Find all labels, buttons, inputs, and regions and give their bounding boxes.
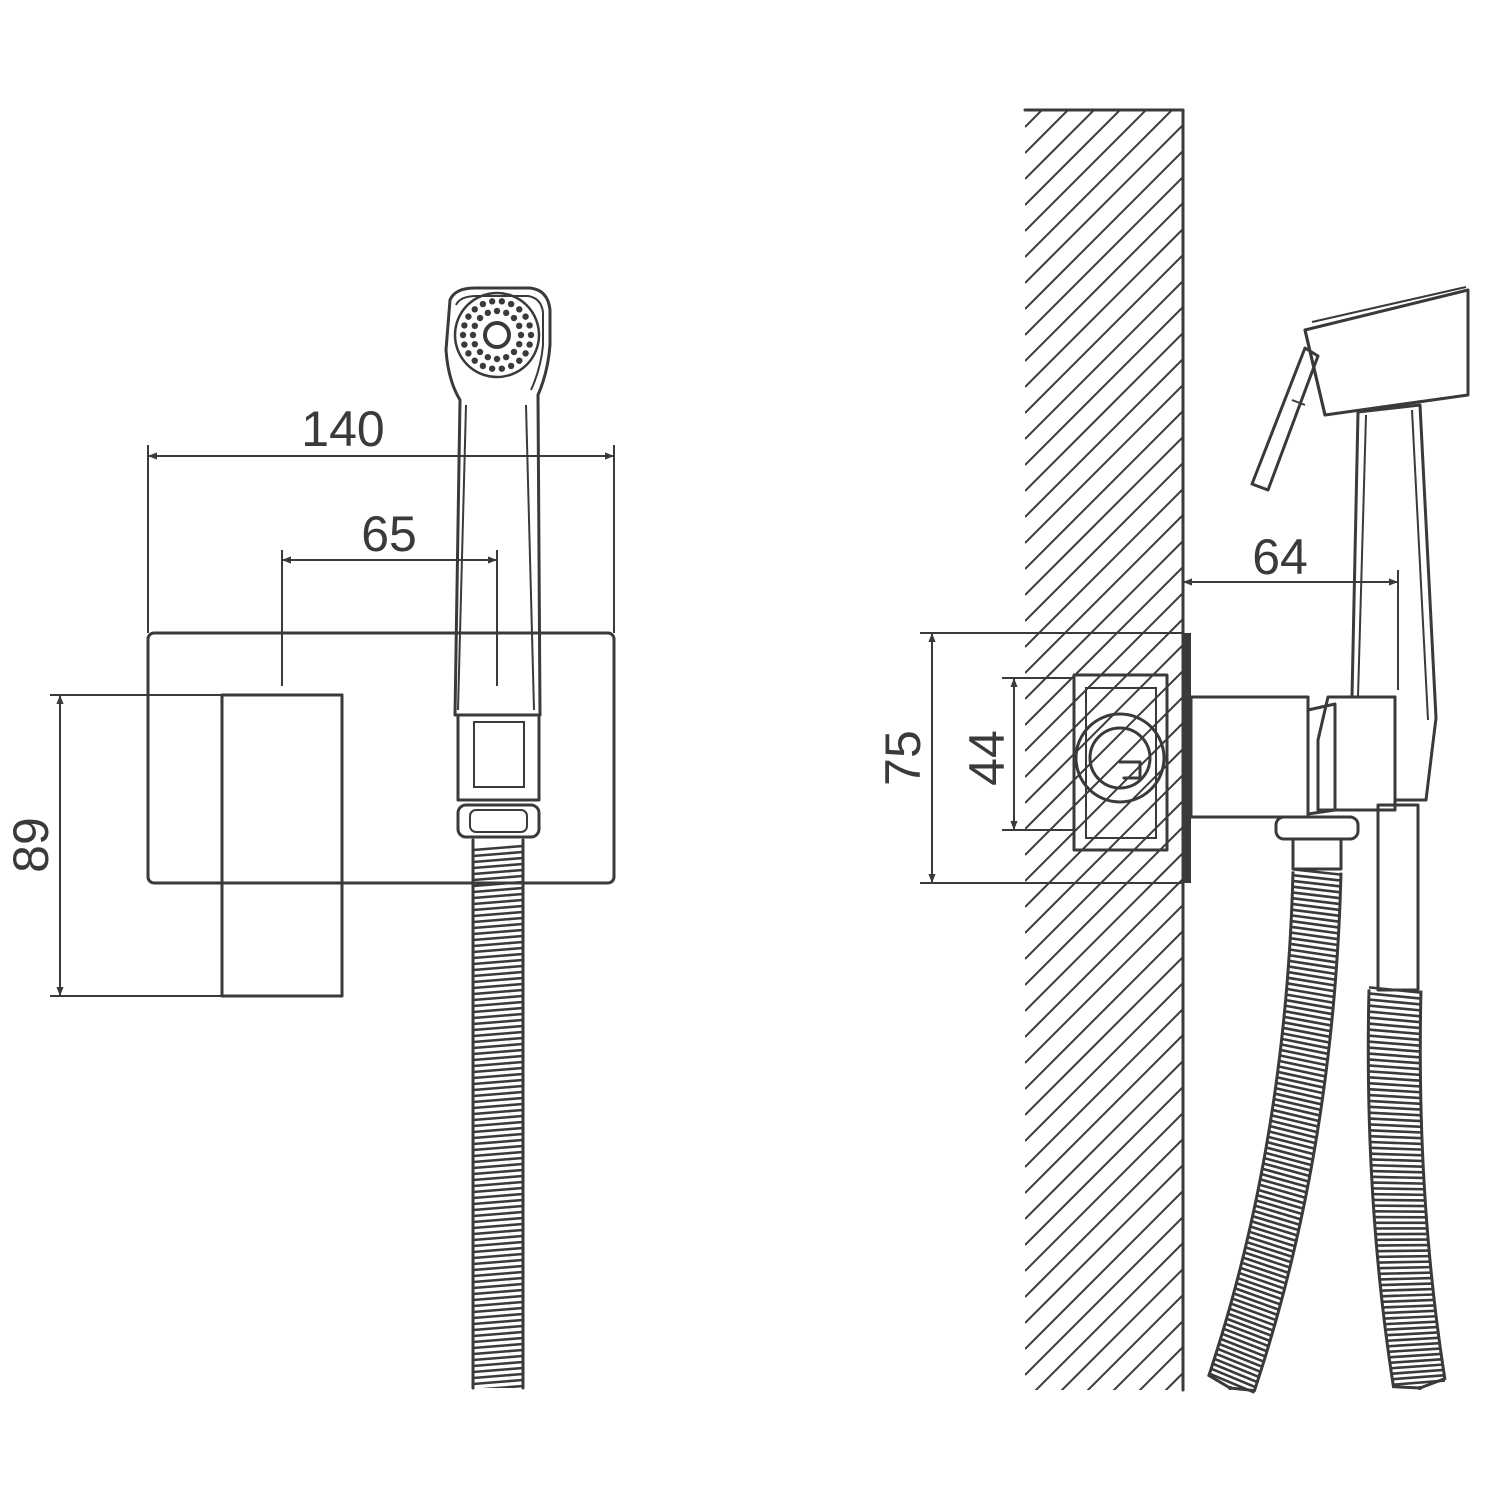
hose-side bbox=[1207, 868, 1447, 1394]
spray-face bbox=[453, 291, 541, 379]
dimension-64: 64 bbox=[1183, 529, 1399, 690]
dim-label-75: 75 bbox=[875, 730, 931, 786]
wall-plate bbox=[146, 631, 616, 885]
dim-label-44: 44 bbox=[959, 730, 1015, 786]
side-view: 64 75 44 bbox=[875, 108, 1470, 1394]
dimension-65: 65 bbox=[281, 506, 498, 686]
dim-label-89: 89 bbox=[3, 817, 59, 873]
hose-front bbox=[471, 838, 525, 1390]
dimension-75: 75 bbox=[875, 632, 1182, 884]
dimension-44: 44 bbox=[959, 677, 1074, 831]
holder-block-side bbox=[1316, 695, 1397, 812]
dimension-89: 89 bbox=[3, 694, 222, 997]
hand-shower-side bbox=[1250, 286, 1470, 992]
dim-label-64: 64 bbox=[1252, 529, 1308, 585]
dim-label-140: 140 bbox=[301, 401, 384, 457]
dim-label-65: 65 bbox=[361, 506, 417, 562]
concealed-box bbox=[1072, 673, 1169, 852]
dimension-140: 140 bbox=[147, 401, 615, 633]
lever-handle bbox=[220, 693, 344, 998]
front-view: 140 65 89 bbox=[3, 286, 616, 1390]
wall-section bbox=[1023, 108, 1185, 1392]
plate-edge bbox=[1182, 633, 1191, 883]
valve-body-side bbox=[1189, 695, 1360, 871]
